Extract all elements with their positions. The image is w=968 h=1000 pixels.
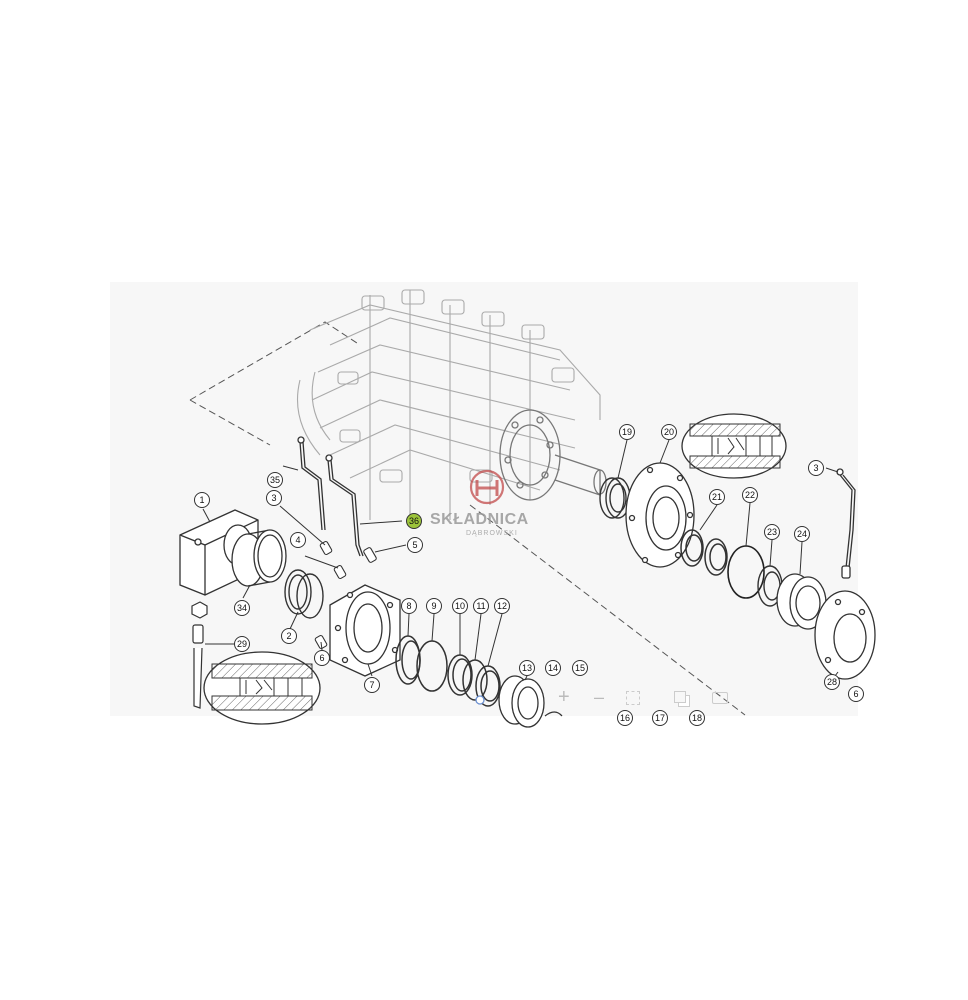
print-icon[interactable] <box>712 692 728 704</box>
callout-p34: 34 <box>234 600 250 616</box>
seal-detail-bubble-left <box>203 651 321 725</box>
callout-p6b: 6 <box>848 686 864 702</box>
callout-p14: 14 <box>545 660 561 676</box>
watermark-logo-icon <box>469 469 505 505</box>
callout-p16: 16 <box>617 710 633 726</box>
watermark-brand-text: SKŁADNICA <box>430 511 529 528</box>
callout-p17: 17 <box>652 710 668 726</box>
zoom-out-button[interactable]: – <box>594 687 605 707</box>
leader-lines <box>202 439 839 681</box>
callout-p22: 22 <box>742 487 758 503</box>
callout-p20: 20 <box>661 424 677 440</box>
callout-p10: 10 <box>452 598 468 614</box>
callout-p3a: 3 <box>266 490 282 506</box>
grease-pipe-right <box>836 468 856 579</box>
callout-p28: 28 <box>824 674 840 690</box>
callout-p18: 18 <box>689 710 705 726</box>
part-14 <box>544 711 563 717</box>
sleeve-part <box>231 529 287 587</box>
flange-housing-7 <box>329 584 401 677</box>
callout-p12: 12 <box>494 598 510 614</box>
callout-p3b: 3 <box>808 460 824 476</box>
callout-p23: 23 <box>764 524 780 540</box>
rings-8-12 <box>395 635 501 707</box>
callout-p5: 5 <box>407 537 423 553</box>
callout-p35: 35 <box>267 472 283 488</box>
assembly-dashed-lines <box>189 321 746 716</box>
rotor-assembly-background <box>297 289 601 520</box>
drum-hub <box>499 409 607 501</box>
callout-p11: 11 <box>473 598 489 614</box>
roller-bearing-13 <box>475 675 545 728</box>
callout-p21: 21 <box>709 489 725 505</box>
callout-p29: 29 <box>234 636 250 652</box>
callout-p9: 9 <box>426 598 442 614</box>
grease-fittings <box>314 540 377 650</box>
grease-pipes <box>297 436 364 557</box>
callout-p8: 8 <box>401 598 417 614</box>
seal-detail-bubble-right <box>681 413 787 479</box>
callout-p7: 7 <box>364 677 380 693</box>
flange-20 <box>625 462 695 568</box>
rings-21 <box>680 529 728 576</box>
copy-icon[interactable] <box>674 691 686 703</box>
fit-screen-icon[interactable] <box>626 691 640 705</box>
hub-28 <box>814 590 876 680</box>
callout-p4: 4 <box>290 532 306 548</box>
callout-p1: 1 <box>194 492 210 508</box>
viewer-toolbar: + – <box>558 686 732 712</box>
callout-p36: 36 <box>406 513 422 529</box>
long-bolt-part <box>191 601 208 709</box>
callout-p24: 24 <box>794 526 810 542</box>
callout-p2: 2 <box>281 628 297 644</box>
watermark-sub-text: DĄBROWSKI <box>466 530 518 537</box>
callout-p19: 19 <box>619 424 635 440</box>
callout-p15: 15 <box>572 660 588 676</box>
seal-ring-2 <box>284 569 324 619</box>
zoom-in-button[interactable]: + <box>558 686 570 708</box>
callout-p13: 13 <box>519 660 535 676</box>
bearing-24 <box>776 573 827 630</box>
callout-p6a: 6 <box>314 650 330 666</box>
